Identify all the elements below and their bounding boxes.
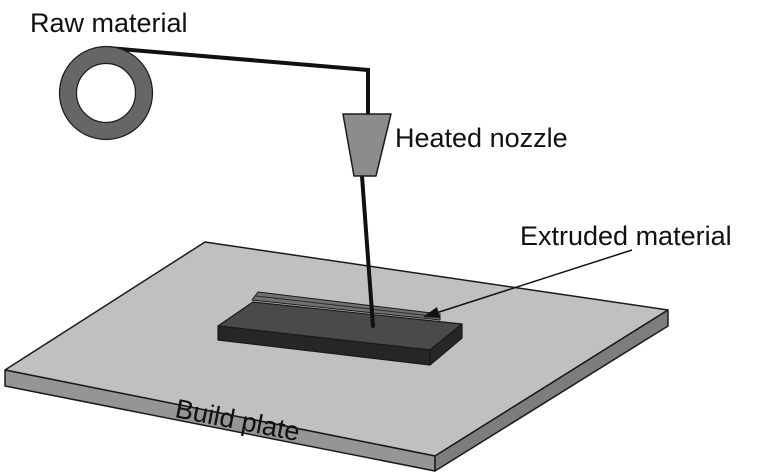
extrusion-bead-ridge	[255, 295, 441, 318]
label-extruded-material: Extruded material	[520, 221, 732, 251]
label-heated-nozzle: Heated nozzle	[395, 123, 568, 153]
extruded-material-leader	[423, 249, 633, 318]
heated-nozzle	[342, 113, 392, 177]
extruded-material	[217, 291, 463, 366]
build-plate-right-edge	[434, 309, 669, 472]
spool-ring	[59, 46, 153, 140]
spool-ring-inner-edge	[75, 62, 137, 124]
extrusion-right-face	[429, 323, 463, 366]
label-raw-material: Raw material	[30, 8, 188, 38]
spool-ring-outer-edge	[58, 45, 154, 141]
raw-material-spool	[58, 45, 154, 141]
extrusion-filament-line	[360, 174, 375, 328]
leader-line	[432, 249, 633, 315]
filament-line	[107, 46, 370, 114]
build-plate	[4, 241, 669, 472]
leader-arrowhead	[423, 307, 440, 318]
